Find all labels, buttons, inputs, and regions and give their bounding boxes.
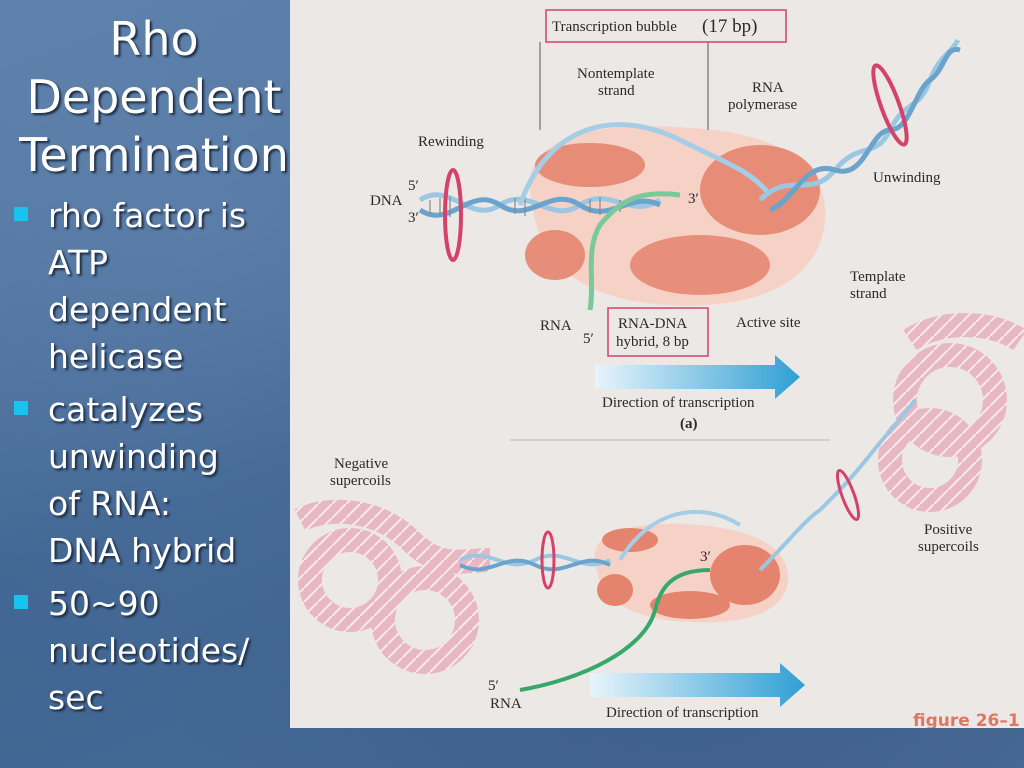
rna-three-prime-label-b: 3′ [700,549,711,565]
rna-strand-a [587,191,681,311]
rna-polymerase-label-2: polymerase [728,97,797,113]
rna-polymerase-label-1: RNA [752,80,784,96]
direction-arrow-a-icon [595,355,800,399]
direction-label-b: Direction of transcription [606,705,759,721]
nontemplate-label-1: Nontemplate [577,66,655,82]
title-line: Termination [19,128,289,182]
dna-five-prime-label: 5′ [408,178,419,194]
dna-helix-right [758,38,961,213]
direction-label-a: Direction of transcription [602,395,755,411]
template-strand-label-2: strand [850,286,887,302]
panel-a-label: (a) [680,416,698,432]
bullet-line: helicase [48,337,184,376]
bullet-square-icon [14,595,28,609]
bullet-line: 50~90 [48,584,160,623]
bullet-line: dependent [48,290,227,329]
rewinding-label: Rewinding [418,134,484,150]
unwinding-ring-b-icon [835,468,861,522]
rewinding-ring-b-icon [540,530,556,590]
bullet-line: DNA hybrid [48,531,237,570]
title-line: Dependent [26,70,282,124]
unwinding-ring-icon [871,63,909,147]
unwinding-label: Unwinding [873,170,941,186]
transcription-diagram: Transcription bubble (17 bp) Nontemplate… [294,9,1024,728]
direction-arrow-b-icon [590,663,805,707]
bullet-line: rho factor is [48,196,247,235]
rna-label-b: RNA [490,696,522,712]
transcription-bubble-box [545,9,787,43]
active-site-label: Active site [736,315,801,331]
bullet-line: nucleotides/ [48,631,250,670]
transcription-bubble-label: Transcription bubble [552,19,677,35]
template-strand-label-1: Template [850,269,906,285]
bullet-line: unwinding [48,437,219,476]
bullet-item: catalyzes unwinding of RNA: DNA hybrid [10,386,288,574]
rna-five-prime-label-a: 5′ [583,331,594,347]
bullet-item: 50~90 nucleotides/ sec [10,580,288,721]
hybrid-box [607,307,709,357]
bullet-line: ATP [48,243,109,282]
rewinding-ring-icon [443,168,463,262]
dna-three-prime-label: 3′ [408,210,419,226]
hybrid-label-2: hybrid, 8 bp [616,334,689,350]
figure-panel: Transcription bubble (17 bp) Nontemplate… [290,0,1024,728]
bullet-list: rho factor is ATP dependent helicase cat… [10,192,288,727]
positive-supercoils-label-2: supercoils [918,539,979,555]
rna-five-prime-label-b: 5′ [488,678,499,694]
rna-three-prime-label: 3′ [688,191,699,207]
rna-strand-b [519,568,711,692]
bullet-line: catalyzes [48,390,204,429]
bubble-size-label: (17 bp) [702,16,757,37]
negative-supercoils-label-2: supercoils [330,473,391,489]
figure-number-label: figure 26–1 [913,711,1020,728]
dna-label: DNA [370,193,403,209]
hybrid-label-1: RNA-DNA [618,316,687,332]
slide-title: Rho Dependent Termination [0,10,308,184]
positive-supercoils-shape [878,313,1024,512]
bullet-square-icon [14,207,28,221]
negative-supercoils-shape [294,499,491,674]
title-line: Rho [109,12,199,66]
nontemplate-strand [517,122,772,206]
rna-label-a: RNA [540,318,572,334]
bullet-line: sec [48,678,104,717]
nontemplate-label-2: strand [598,83,635,99]
rna-polymerase-shape-a [525,126,826,306]
bullet-item: rho factor is ATP dependent helicase [10,192,288,380]
bullet-square-icon [14,401,28,415]
bullet-line: of RNA: [48,484,172,523]
dna-helix-b [459,398,917,572]
positive-supercoils-label-1: Positive [924,522,973,538]
negative-supercoils-label-1: Negative [334,456,388,472]
